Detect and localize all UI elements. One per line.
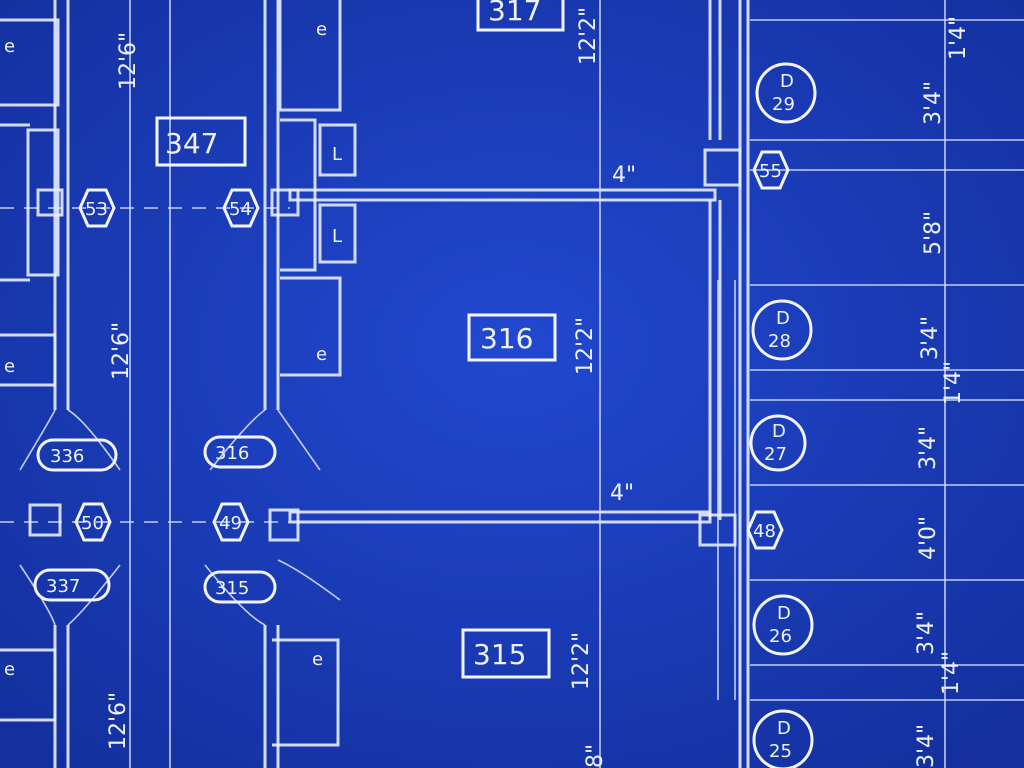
label-dims-d1222b: 12'2" [573, 317, 598, 375]
fixture-labels: e e e e e e L L [4, 19, 342, 680]
label-dims-d14c: 1'4" [946, 16, 971, 60]
locker-d28: D28 [751, 299, 813, 361]
label-fixtures-e: e [4, 36, 15, 57]
label-fixtures-e: e [316, 19, 327, 40]
label-dims-d1226a: 12'6" [116, 32, 141, 90]
door-337: 337 [46, 576, 80, 597]
label-dims-d34d: 3'4" [914, 611, 939, 655]
room-347: 347 [165, 127, 218, 160]
label-dims-d34b: 3'4" [918, 316, 943, 360]
label-lockers-4-n: 25 [769, 741, 792, 762]
label-dims-d1226c: 12'6" [106, 692, 131, 750]
label-dims-d1222a: 12'2" [576, 7, 601, 65]
label-dims-d1226b: 12'6" [109, 322, 134, 380]
label-lockers-1-n: 28 [768, 331, 791, 352]
label-dims-d14a: 1'4" [941, 361, 966, 405]
label-dims-d58: 5'8" [921, 211, 946, 255]
label-fixtures-L: L [332, 226, 342, 247]
dimension-labels: 12'6" 12'6" 12'6" 12'2" 12'2" 12'2" 8" 4… [106, 7, 971, 768]
column-50: 50 [81, 513, 104, 534]
label-lockers-3-l: D [777, 603, 791, 624]
label-dims-d1222c: 12'2" [569, 632, 594, 690]
label-dims-d4b: 4" [610, 481, 634, 506]
label-lockers-1-l: D [776, 308, 790, 329]
room-317: 317 [488, 0, 541, 27]
column-markers: 53 54 55 50 49 48 [74, 150, 790, 550]
column-55: 55 [759, 161, 782, 182]
door-336: 336 [50, 446, 84, 467]
label-dims-d34a: 3'4" [921, 81, 946, 125]
room-316: 316 [480, 322, 533, 355]
locker-d25: D25 [752, 709, 814, 768]
room-labels: 317 347 316 315 [155, 0, 565, 679]
room-315: 315 [473, 638, 526, 671]
door-315: 315 [215, 578, 249, 599]
label-fixtures-L: L [332, 144, 342, 165]
label-lockers-0-n: 29 [772, 94, 795, 115]
label-fixtures-e: e [312, 649, 323, 670]
label-dims-d40: 4'0" [916, 516, 941, 560]
label-lockers-2-l: D [772, 421, 786, 442]
locker-d26: D26 [752, 594, 814, 656]
column-54: 54 [229, 199, 252, 220]
label-lockers-4-l: D [777, 718, 791, 739]
column-53: 53 [85, 199, 108, 220]
door-tags: 336 316 337 315 [33, 435, 277, 604]
door-316: 316 [215, 443, 249, 464]
locker-d29: D29 [755, 62, 817, 124]
label-fixtures-e: e [4, 356, 15, 377]
label-dims-d34e: 3'4" [914, 724, 939, 768]
label-lockers-0-l: D [780, 71, 794, 92]
locker-d27: D27 [749, 414, 807, 472]
label-fixtures-e: e [4, 659, 15, 680]
label-dims-d4a: 4" [612, 163, 636, 188]
label-lockers-2-n: 27 [764, 444, 787, 465]
label-dims-d14b: 1'4" [939, 651, 964, 695]
label-fixtures-e: e [316, 344, 327, 365]
label-dims-d34c: 3'4" [916, 426, 941, 470]
column-48: 48 [753, 521, 776, 542]
locker-tags: D29 D28 D27 D26 D25 [749, 62, 817, 768]
label-lockers-3-n: 26 [769, 626, 792, 647]
label-dims-d8: 8" [583, 744, 608, 768]
column-49: 49 [219, 513, 242, 534]
